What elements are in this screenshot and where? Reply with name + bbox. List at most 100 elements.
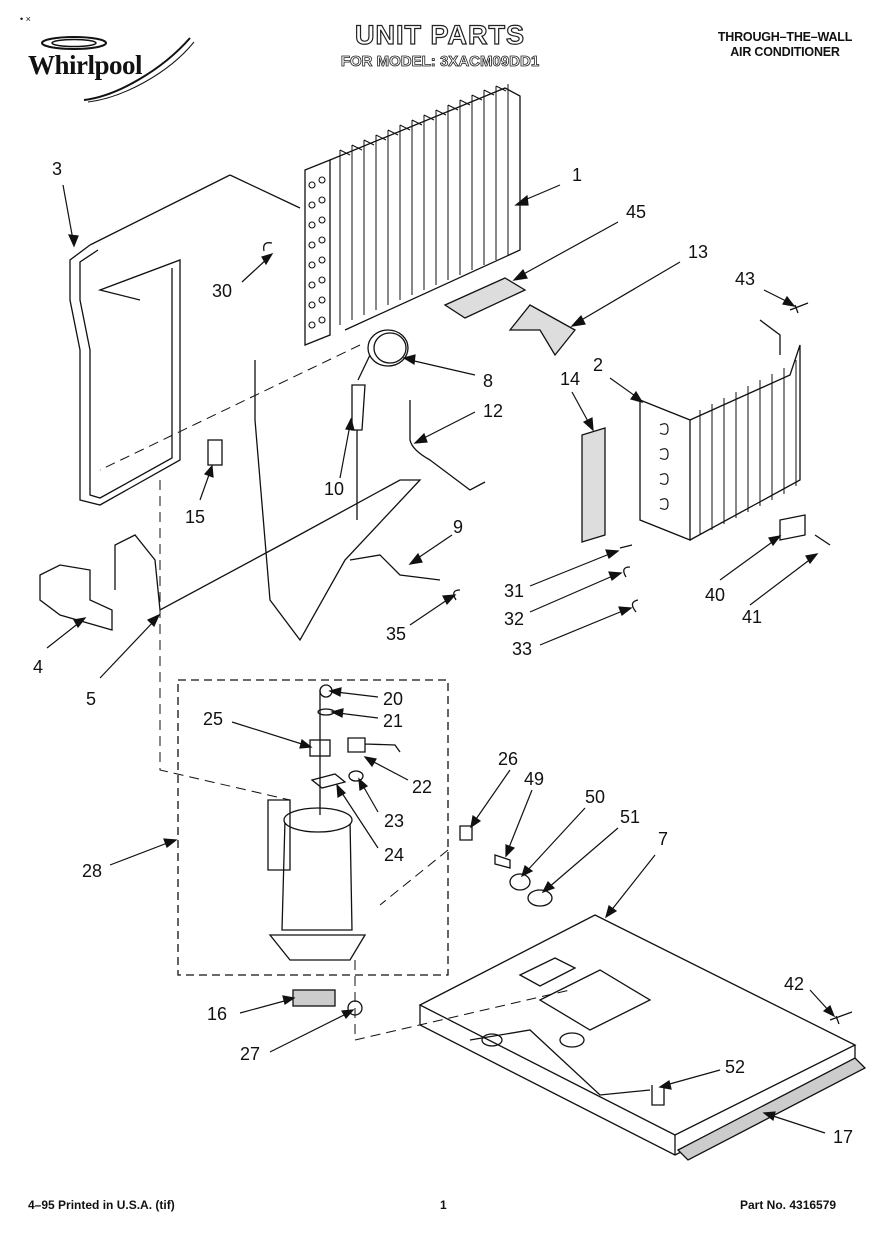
part-41-clip: [814, 534, 831, 546]
leader-28: [109, 838, 178, 866]
leader-23: [358, 777, 379, 813]
part-52-clip: [651, 1085, 665, 1106]
leader-49: [505, 789, 533, 858]
callout-45: 45: [626, 202, 647, 222]
leader-10: [339, 417, 355, 479]
leader-30: [241, 252, 274, 283]
callout-52: 52: [725, 1057, 746, 1077]
leader-16: [239, 995, 296, 1014]
part-12-tube: [409, 400, 486, 491]
callout-27: 27: [240, 1044, 261, 1064]
callout-42: 42: [784, 974, 805, 994]
callout-8: 8: [483, 371, 494, 391]
part-30-clip: [263, 242, 273, 252]
part-28-compressor-box: [177, 679, 449, 976]
leader-9: [408, 534, 453, 565]
whirlpool-logo: Whirlpool: [22, 30, 202, 110]
callout-28: 28: [82, 861, 103, 881]
leader-12: [413, 411, 476, 444]
leader-26: [470, 769, 511, 829]
leader-33: [539, 606, 633, 646]
brand-name: Whirlpool: [28, 50, 143, 80]
print-info: 4–95 Printed in U.S.A. (tif): [28, 1198, 175, 1212]
callout-10: 10: [324, 479, 345, 499]
callout-3: 3: [52, 159, 63, 179]
callout-33: 33: [512, 639, 533, 659]
part-49-screw: [494, 854, 511, 869]
callout-9: 9: [453, 517, 464, 537]
callout-21: 21: [383, 711, 404, 731]
leader-8: [402, 354, 476, 376]
part-16-pad: [292, 989, 336, 1007]
callout-35: 35: [386, 624, 407, 644]
callout-17: 17: [833, 1127, 854, 1147]
callout-5: 5: [86, 689, 97, 709]
leader-5: [99, 613, 161, 679]
leader-25: [231, 721, 313, 749]
part-number: Part No. 4316579: [740, 1198, 837, 1212]
category-label: THROUGH–THE–WALL AIR CONDITIONER: [700, 30, 870, 60]
callout-43: 43: [735, 269, 756, 289]
leader-14: [571, 391, 594, 432]
callout-50: 50: [585, 787, 606, 807]
leader-22: [363, 756, 409, 781]
leader-32: [529, 571, 623, 613]
part-8-cap-tube: [351, 329, 409, 520]
callout-32: 32: [504, 609, 525, 629]
callout-4: 4: [33, 657, 44, 677]
part-13-filter: [508, 304, 576, 357]
category-line-2: AIR CONDITIONER: [730, 45, 840, 59]
callout-40: 40: [705, 585, 726, 605]
callout-13: 13: [688, 242, 709, 262]
callout-2: 2: [593, 355, 604, 375]
callout-30: 30: [212, 281, 233, 301]
leader-35: [409, 594, 457, 626]
category-line-1: THROUGH–THE–WALL: [717, 30, 853, 44]
callout-22: 22: [412, 777, 433, 797]
part-24-plate: [310, 773, 347, 789]
part-22-plug: [347, 737, 401, 753]
leader-4: [46, 617, 87, 649]
part-15-sleeve: [207, 439, 223, 466]
part-26-nut: [459, 825, 473, 841]
leader-24: [336, 783, 379, 849]
part-4-tube: [39, 564, 113, 631]
leader-45: [512, 221, 619, 281]
part-17-strip: [676, 1057, 867, 1161]
part-35-clip: [453, 589, 461, 601]
callout-20: 20: [383, 689, 404, 709]
callout-7: 7: [658, 829, 669, 849]
logo-swoosh-icon: [41, 36, 195, 103]
leader-50: [521, 807, 586, 878]
part-45-filter: [443, 277, 527, 319]
leader-43: [763, 289, 796, 307]
callout-12: 12: [483, 401, 504, 421]
part-32-clip: [623, 566, 631, 578]
leader-52: [658, 1069, 721, 1090]
callout-31: 31: [504, 581, 525, 601]
leader-42: [809, 989, 836, 1018]
part-5-tube: [114, 360, 422, 642]
page-number: 1: [440, 1198, 447, 1212]
part-23-grommet: [348, 770, 364, 782]
leader-20: [328, 687, 379, 698]
part-14-pad: [581, 427, 606, 543]
leader-13: [570, 261, 681, 327]
leader-21: [330, 708, 379, 719]
part-42-screw: [829, 1011, 853, 1025]
part-43-screw: [789, 302, 809, 314]
model-subtitle: FOR MODEL: 3XACM09DD1: [340, 53, 540, 71]
part-31-pin: [619, 544, 633, 549]
leader-7: [605, 854, 656, 919]
part-1-coil: [304, 84, 521, 346]
callout-1: 1: [572, 165, 583, 185]
part-25-terminal: [309, 739, 331, 757]
callout-16: 16: [207, 1004, 228, 1024]
part-40-bracket: [779, 514, 806, 541]
callout-23: 23: [384, 811, 405, 831]
part-9-tube: [349, 554, 441, 581]
corner-mark: • ×: [20, 14, 31, 24]
callout-14: 14: [560, 369, 581, 389]
leader-40: [719, 535, 782, 581]
